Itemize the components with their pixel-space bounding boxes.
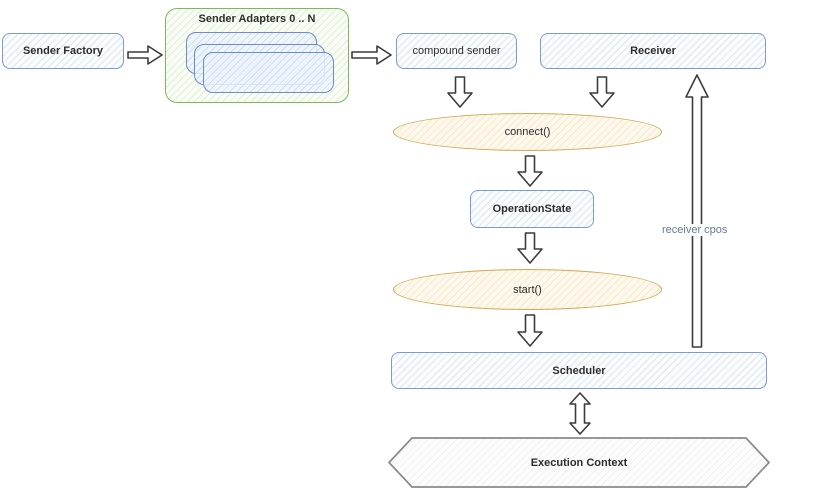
hexagon-shape: [388, 437, 770, 488]
node-sender-factory-label: Sender Factory: [22, 45, 104, 57]
block-arrow-down-icon: [447, 76, 473, 108]
block-arrow-down-icon: [517, 232, 543, 264]
block-arrow-down-icon: [589, 76, 615, 108]
node-compound-sender: compound sender: [396, 33, 517, 69]
block-arrow-right-icon: [127, 45, 163, 65]
node-execution-context: Execution Context: [388, 437, 770, 488]
edge-label-receiver-cpos: receiver cpos: [659, 224, 731, 236]
node-connect-label: connect(): [504, 126, 551, 138]
node-operation-state: OperationState: [470, 190, 594, 228]
block-arrow-right-icon: [351, 45, 392, 65]
adapter-card: [203, 52, 334, 93]
node-operation-state-label: OperationState: [492, 203, 572, 215]
block-arrow-down-icon: [517, 155, 543, 187]
node-receiver-label: Receiver: [630, 45, 676, 57]
block-arrow-down-icon: [517, 314, 543, 347]
group-sender-adapters-title: Sender Adapters 0 .. N: [198, 13, 316, 25]
node-compound-sender-label: compound sender: [412, 45, 501, 57]
node-receiver: Receiver: [540, 33, 766, 69]
node-sender-factory: Sender Factory: [2, 33, 124, 69]
node-connect: connect(): [393, 113, 662, 151]
block-arrow-up-icon: [685, 74, 709, 348]
node-start-label: start(): [513, 283, 542, 296]
group-sender-adapters: Sender Adapters 0 .. N: [165, 8, 349, 103]
node-scheduler-label: Scheduler: [552, 364, 606, 377]
node-execution-context-label: Execution Context: [530, 456, 628, 469]
node-start: start(): [393, 269, 662, 310]
block-arrow-updown-icon: [569, 392, 591, 435]
node-scheduler: Scheduler: [391, 352, 767, 389]
